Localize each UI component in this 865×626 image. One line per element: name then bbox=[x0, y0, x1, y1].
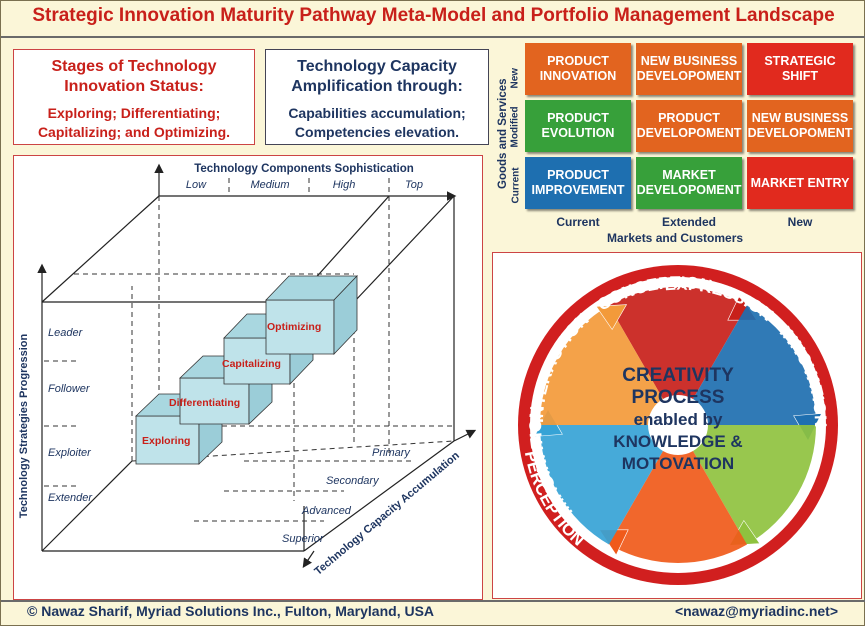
left-tick-extender: Extender bbox=[48, 492, 93, 504]
title-divider bbox=[1, 36, 865, 38]
wheel-segment bbox=[540, 305, 663, 425]
cell-product-improvement: PRODUCT IMPROVEMENT bbox=[525, 157, 631, 209]
creativity-wheel-svg: CREATIVITY PROCESS enabled by KNOWLEDGE … bbox=[508, 251, 838, 585]
depth-axis-arrow bbox=[302, 550, 315, 568]
creativity-process-panel: CREATIVITY PROCESS enabled by KNOWLEDGE … bbox=[492, 251, 862, 599]
top-tick-low: Low bbox=[186, 179, 207, 191]
matrix-x-axis-title: Markets and Customers bbox=[607, 231, 744, 245]
mid-right-edge bbox=[353, 195, 455, 303]
matrix-col-label-new: New bbox=[787, 215, 813, 229]
cell-product-innovation: PRODUCT INNOVATION bbox=[525, 43, 631, 95]
depth-axis-ticks: Primary Secondary Advanced Superior bbox=[282, 447, 411, 545]
depth-tick-advanced: Advanced bbox=[301, 505, 352, 517]
capacity-heading-line-1: Technology Capacity bbox=[297, 58, 457, 75]
top-left-edge bbox=[41, 195, 160, 303]
cell-new-business-development-mid: NEW BUSINESS DEVELOPOMENT bbox=[747, 100, 853, 152]
capacity-body: Capabilities accumulation; Competencies … bbox=[266, 104, 488, 142]
stages-box: Stages of Technology Innovation Status: … bbox=[13, 49, 255, 145]
wheel-segment bbox=[540, 425, 663, 545]
cell-market-development: MARKET DEVELOPOMENT bbox=[636, 157, 742, 209]
left-tick-exploiter: Exploiter bbox=[48, 447, 92, 459]
page-title: Strategic Innovation Maturity Pathway Me… bbox=[32, 5, 835, 26]
capacity-body-line-2: Competencies elevation. bbox=[294, 124, 460, 140]
center-text: CREATIVITY PROCESS enabled by KNOWLEDGE … bbox=[613, 365, 742, 473]
left-tick-follower: Follower bbox=[48, 383, 91, 395]
top-axis-title: Technology Components Sophistication bbox=[194, 163, 414, 175]
cell-product-development: PRODUCT DEVELOPOMENT bbox=[636, 100, 742, 152]
center-line-3: enabled by bbox=[634, 410, 723, 429]
stages-body-line-1: Exploring; Differentiating; bbox=[47, 105, 221, 121]
bottom-left-edge bbox=[41, 460, 133, 552]
matrix-row-label-current: Current bbox=[510, 167, 522, 204]
cell-strategic-shift: STRATEGIC SHIFT bbox=[747, 43, 853, 95]
right-axis-tip bbox=[453, 429, 477, 442]
footer-email-link[interactable]: <nawaz@myriadinc.net> bbox=[674, 603, 838, 619]
center-line-5: MOTOVATION bbox=[622, 454, 734, 473]
step-optimizing bbox=[265, 275, 358, 355]
top-axis-ticks: Low Medium High Top bbox=[186, 179, 423, 191]
stages-heading-line-1: Stages of Technology bbox=[51, 58, 217, 75]
wheel-segment bbox=[693, 425, 816, 545]
footer-copyright: © Nawaz Sharif, Myriad Solutions Inc., F… bbox=[27, 603, 435, 619]
stages-body-line-2: Capitalizing; and Optimizing. bbox=[37, 124, 231, 140]
wheel-arrow-tip bbox=[595, 304, 628, 331]
left-axis-title: Technology Strategies Progression bbox=[18, 334, 30, 519]
top-tick-medium: Medium bbox=[250, 179, 289, 191]
matrix-col-label-current: Current bbox=[556, 215, 600, 229]
stage-label-capitalizing: Capitalizing bbox=[222, 358, 281, 370]
stage-label-differentiating: Differentiating bbox=[169, 397, 240, 409]
center-line-4: KNOWLEDGE & bbox=[613, 432, 742, 451]
wheel-segment bbox=[693, 305, 816, 425]
cell-market-entry: MARKET ENTRY bbox=[747, 157, 853, 209]
capacity-heading: Technology Capacity Amplification throug… bbox=[266, 57, 488, 97]
capacity-body-line-1: Capabilities accumulation; bbox=[288, 105, 466, 121]
maturity-cube-svg: Exploring Differentiating Capitalizing O… bbox=[18, 163, 477, 578]
matrix-row-label-new: New bbox=[509, 67, 521, 89]
cell-product-evolution: PRODUCT EVOLUTION bbox=[525, 100, 631, 152]
maturity-cube-panel: Exploring Differentiating Capitalizing O… bbox=[13, 155, 483, 600]
wheel-segment bbox=[609, 450, 747, 563]
stage-label-exploring: Exploring bbox=[142, 435, 190, 447]
footer-divider bbox=[1, 600, 865, 602]
cube-frame bbox=[37, 163, 477, 568]
stage-labels: Exploring Differentiating Capitalizing O… bbox=[142, 321, 321, 447]
capacity-box: Technology Capacity Amplification throug… bbox=[265, 49, 489, 145]
center-line-2: PROCESS bbox=[632, 387, 725, 408]
depth-tick-secondary: Secondary bbox=[326, 475, 380, 487]
matrix-y-axis-title: Goods and Services bbox=[497, 78, 509, 189]
stages-heading-line-2: Innovation Status: bbox=[64, 78, 204, 95]
center-line-1: CREATIVITY bbox=[622, 365, 734, 386]
stage-label-optimizing: Optimizing bbox=[267, 321, 321, 333]
capacity-heading-line-2: Amplification through: bbox=[291, 78, 463, 95]
left-axis-ticks: Leader Follower Exploiter Extender bbox=[48, 327, 93, 504]
maturity-steps bbox=[135, 275, 358, 465]
wheel-segment bbox=[609, 287, 747, 400]
depth-tick-primary: Primary bbox=[372, 447, 411, 459]
depth-tick-superior: Superior bbox=[282, 533, 325, 545]
portfolio-matrix: Goods and Services New Modified Current … bbox=[492, 41, 862, 247]
matrix-col-label-extended: Extended bbox=[661, 215, 716, 229]
bottom-right-edge bbox=[303, 440, 455, 552]
top-tick-top: Top bbox=[405, 179, 423, 191]
wheel-segments bbox=[533, 287, 823, 563]
cell-new-business-development-top: NEW BUSINESS DEVELOPOMENT bbox=[636, 43, 742, 95]
top-tick-high: High bbox=[333, 179, 356, 191]
stages-body: Exploring; Differentiating; Capitalizing… bbox=[14, 104, 254, 142]
left-tick-leader: Leader bbox=[48, 327, 84, 339]
matrix-row-label-modified: Modified bbox=[509, 106, 521, 148]
stages-heading: Stages of Technology Innovation Status: bbox=[14, 57, 254, 97]
